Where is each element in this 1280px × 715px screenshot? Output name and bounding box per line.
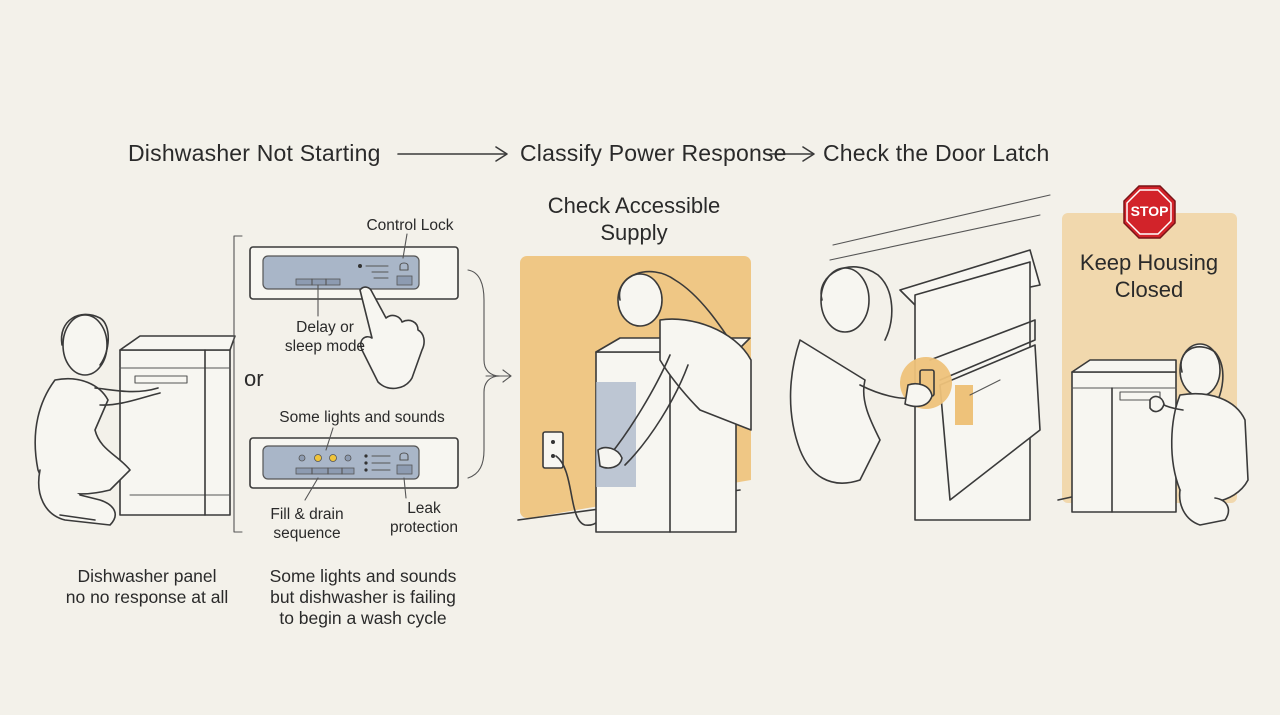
title-keep-housing-closed: Keep Housing Closed [1079, 250, 1219, 302]
door-latch-scene [789, 194, 1051, 521]
label-leak-protection: Leak protection [389, 500, 459, 536]
caption-no-response: Dishwasher panel no no response at all [65, 566, 229, 607]
supply-scene [517, 256, 752, 540]
right-bracket-arrow [467, 269, 512, 479]
flow-step-not-starting: Dishwasher Not Starting [128, 140, 381, 166]
control-panel-b [249, 427, 459, 501]
label-delay-sleep: Delay or sleep mode [284, 319, 366, 355]
stop-sign-text: STOP [1130, 203, 1169, 219]
label-control-lock: Control Lock [366, 217, 454, 234]
label-fill-drain: Fill & drain sequence [270, 506, 344, 542]
left-bracket [233, 235, 243, 533]
or-divider: or [244, 366, 264, 391]
flow-arrow-2 [769, 146, 815, 162]
control-panel-a [249, 233, 459, 390]
title-check-supply: Check Accessible Supply [547, 193, 721, 245]
flow-arrow-1 [397, 146, 508, 162]
stop-sign-icon [1123, 185, 1176, 239]
keep-housing-scene [1057, 213, 1249, 526]
caption-failing-to-start: Some lights and sounds but dishwasher is… [269, 566, 457, 628]
crouching-woman-dishwasher [34, 313, 236, 526]
flow-step-classify-power: Classify Power Response [520, 140, 787, 166]
flow-step-door-latch: Check the Door Latch [823, 140, 1050, 166]
label-some-lights: Some lights and sounds [279, 409, 445, 426]
